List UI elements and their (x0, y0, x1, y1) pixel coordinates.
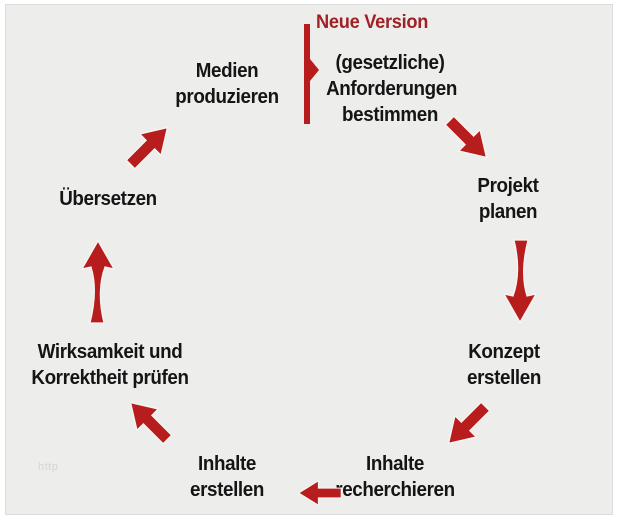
entry-marker-icon (302, 24, 319, 124)
arrow-left-icon (298, 478, 342, 508)
step-medien-produzieren: Medien produzieren (175, 60, 279, 108)
arrow-down-right-icon (437, 108, 499, 170)
neue-version-label: Neue Version (316, 12, 429, 33)
step-inhalte-erstellen: Inhalte erstellen (190, 453, 264, 501)
step-anforderungen-bestimmen: (gesetzliche) Anforderungen bestimmen (326, 52, 457, 126)
watermark-text: http (38, 461, 59, 473)
step-projekt-planen: Projekt planen (477, 175, 539, 223)
arrow-up-right-icon (118, 115, 180, 177)
arrow-up-left-icon (118, 390, 180, 452)
step-uebersetzen: Übersetzen (59, 188, 157, 210)
arrow-up-icon (80, 239, 116, 325)
arrow-down-left-icon (436, 394, 498, 456)
step-inhalte-recherchieren: Inhalte recherchieren (335, 453, 455, 501)
arrow-down-icon (502, 238, 538, 324)
step-wirksamkeit-pruefen: Wirksamkeit und Korrektheit prüfen (31, 341, 189, 389)
step-konzept-erstellen: Konzept erstellen (467, 341, 541, 389)
